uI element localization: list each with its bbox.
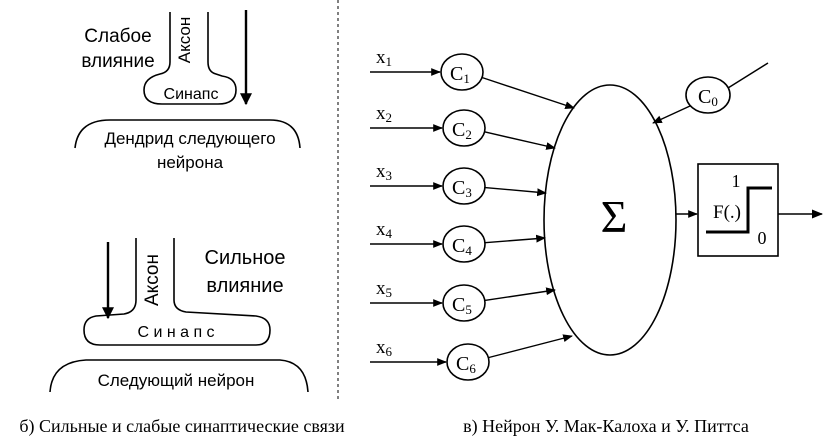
weight-label-1: C1 — [450, 63, 470, 86]
input-x-label-2: x2 — [376, 103, 392, 125]
activation-function-label: F(.) — [713, 202, 741, 223]
summation-node — [543, 84, 677, 356]
weight-node-1 — [440, 53, 484, 91]
strong-axon-shape — [83, 238, 271, 346]
activation-high-label: 1 — [732, 171, 741, 191]
bias-weight-node — [685, 76, 731, 114]
weight-label-4: C4 — [452, 235, 472, 258]
weight-node-3 — [442, 167, 486, 205]
weak-axon-shape — [143, 12, 237, 105]
weight-to-sum-arrow-3 — [484, 186, 547, 197]
bias-weight-label: C0 — [698, 86, 718, 109]
activation-function-box: 1 F(.) 0 — [697, 163, 779, 257]
bias-input-line — [727, 62, 769, 89]
weight-to-sum-arrow-1 — [481, 76, 575, 109]
step-function-curve — [706, 186, 772, 234]
weak-synapse-label: Синапс — [164, 86, 219, 103]
weight-node-5 — [442, 284, 486, 322]
activation-low-label: 0 — [758, 228, 767, 248]
weight-label-6: C6 — [456, 353, 476, 376]
weight-node-4 — [442, 225, 486, 263]
weight-label-5: C5 — [452, 294, 472, 317]
strong-influence-label-line1: Сильное — [205, 247, 286, 269]
input-x-label-1: x1 — [376, 47, 392, 69]
bias-arrow — [652, 105, 691, 124]
input-x-label-3: x3 — [376, 161, 392, 183]
sum-symbol: Σ — [601, 191, 628, 242]
strong-synapse-group: Аксон Сильное влияние С и н а п с Следую… — [49, 238, 309, 393]
bias-group: C0 — [652, 62, 769, 124]
next-neuron-label: Следующий нейрон — [98, 371, 255, 390]
weak-axon-label: Аксон — [175, 17, 194, 64]
weak-influence-label-line1: Слабое — [84, 26, 151, 47]
weight-to-sum-arrow-2 — [484, 131, 556, 150]
weight-label-3: C3 — [452, 177, 472, 200]
weak-influence-label-line2: влияние — [81, 51, 154, 72]
weight-to-sum-arrow-4 — [484, 234, 546, 244]
strong-synapse-label: С и н а п с — [137, 324, 214, 341]
input-x-label-4: x4 — [376, 219, 393, 241]
left-caption: б) Сильные и слабые синаптические связи — [19, 416, 345, 437]
strong-axon-label: Аксон — [142, 254, 163, 306]
weight-node-6 — [446, 343, 490, 381]
weight-to-sum-arrow-5 — [484, 287, 556, 302]
next-neuron-arc — [49, 359, 309, 393]
dendrite-label-line1: Дендрид следующего — [104, 129, 275, 148]
right-caption: в) Нейрон У. Мак-Калоха и У. Питтса — [463, 416, 749, 437]
input-x-label-5: x5 — [376, 278, 392, 300]
dendrite-label-line2: нейрона — [157, 153, 224, 172]
weak-synapse-group: Слабое влияние Аксон Синапс Дендрид след… — [74, 10, 301, 172]
strong-influence-label-line2: влияние — [206, 275, 283, 297]
weight-to-sum-arrow-6 — [488, 334, 573, 359]
activation-box-frame — [697, 163, 779, 257]
weak-dendrite-arc — [74, 119, 301, 149]
input-x-label-6: x6 — [376, 337, 393, 359]
weight-label-2: C2 — [452, 119, 472, 142]
weight-node-2 — [442, 109, 486, 147]
